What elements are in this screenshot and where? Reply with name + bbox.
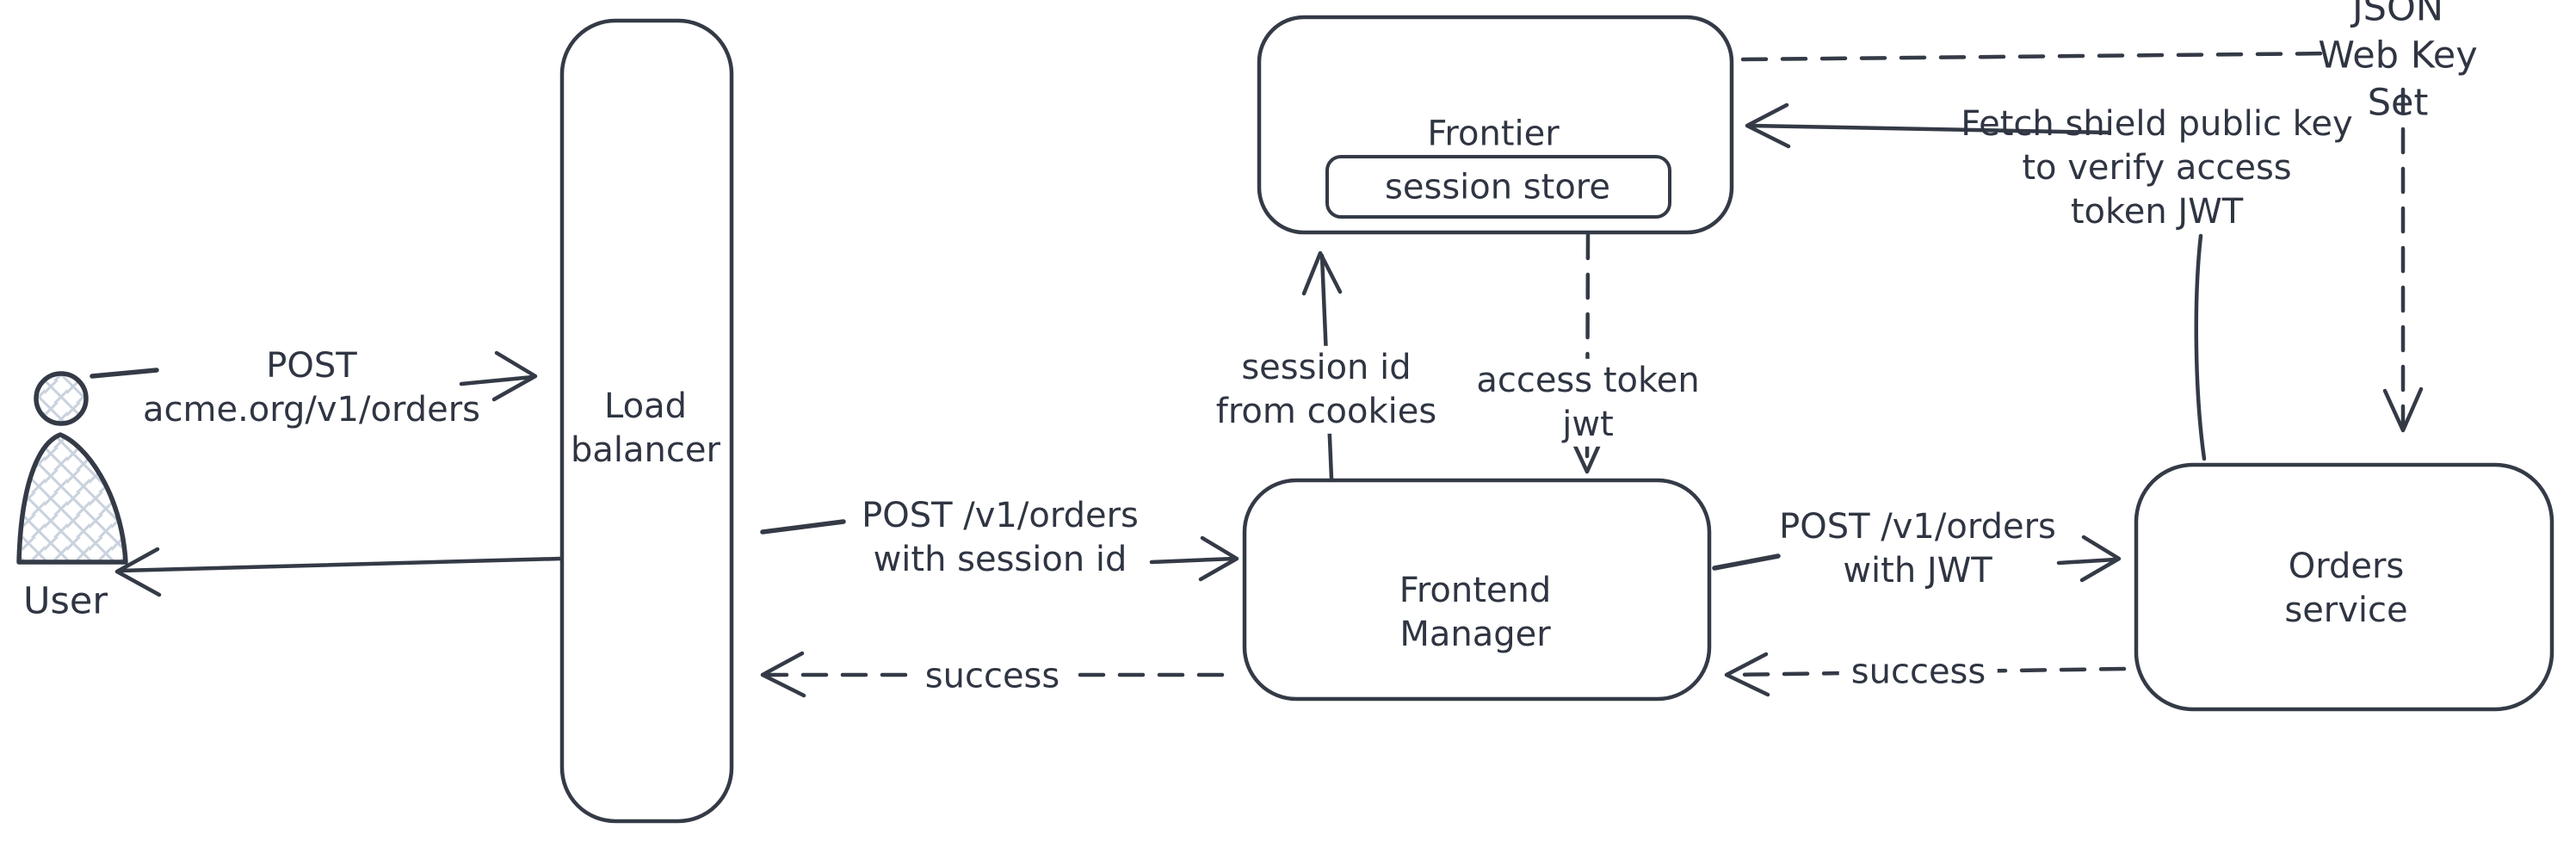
arrow-jwks-to-orders-service	[2382, 87, 2424, 433]
user-icon	[16, 371, 128, 565]
orders-service-label: Orders service	[2284, 546, 2408, 630]
edge-label-post-acme-orders: POST acme.org/v1/orders	[143, 345, 480, 430]
edge-label-session-id-from-cookies: session id from cookies	[1203, 345, 1449, 435]
edge-label-access-token-jwt: access token jwt	[1464, 358, 1712, 448]
session-store-box	[1325, 155, 1671, 219]
arrow-orders-service-to-frontier	[1745, 102, 2207, 461]
frontend-manager-box	[1242, 478, 1712, 702]
edge-label-success-right: success	[1838, 650, 1998, 695]
session-store-label: session store	[1385, 167, 1610, 207]
json-web-key-set-label: JSON Web Key Set	[2318, 0, 2478, 125]
line-frontier-to-jwks	[1740, 51, 2337, 62]
frontend-manager-label: Frontend Manager	[1399, 570, 1552, 654]
arrow-frontend-manager-to-orders-service	[1712, 535, 2122, 583]
user-label: User	[22, 579, 108, 623]
orders-service-box	[2134, 462, 2554, 712]
edge-label-fetch-shield-public-key: Fetch shield public key to verify access…	[1961, 104, 2353, 232]
edge-label-post-orders-jwt: POST /v1/orders with JWT	[1779, 506, 2056, 590]
arrow-frontend-manager-to-load-balancer	[760, 651, 1225, 698]
arrow-user-to-load-balancer	[90, 350, 538, 402]
edge-label-post-orders-session-id: POST /v1/orders with session id	[862, 495, 1139, 579]
edge-label-success-left: success	[912, 654, 1072, 699]
frontier-label: Frontier	[1427, 114, 1560, 154]
arrow-load-balancer-to-user	[114, 547, 563, 597]
arrow-load-balancer-to-frontend-manager	[760, 519, 1239, 582]
load-balancer-box	[559, 18, 734, 824]
load-balancer-label: Load balancer	[571, 386, 720, 470]
